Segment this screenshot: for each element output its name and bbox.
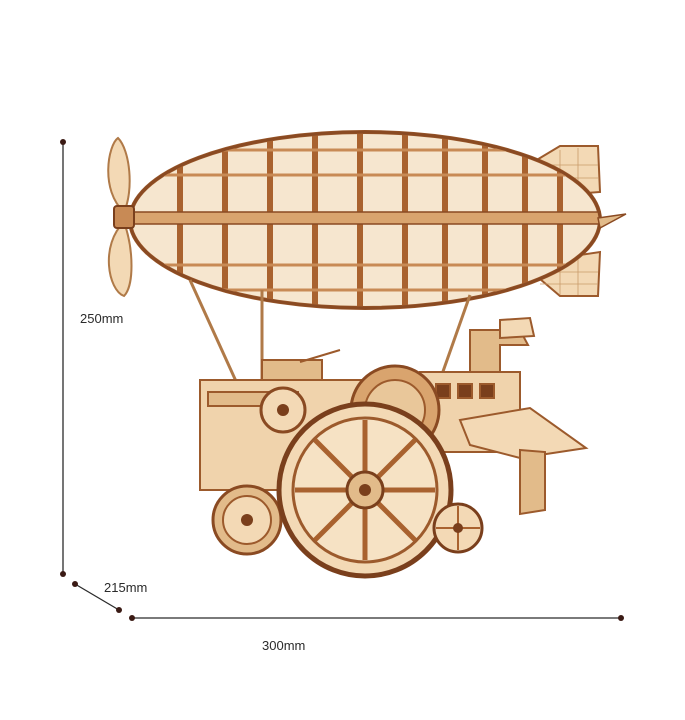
depth-end-dot [116, 607, 122, 613]
bow-deck [458, 406, 589, 516]
depth-dimension-label: 215mm [104, 580, 148, 595]
width-end-dot [618, 615, 624, 621]
rear-gear [211, 484, 283, 556]
front-wheel [432, 502, 484, 554]
main-wheel [276, 401, 454, 579]
height-dimension-label: 250mm [80, 311, 124, 326]
width-start-dot [129, 615, 135, 621]
depth-dimension-line [74, 583, 120, 611]
height-top-dot [60, 139, 66, 145]
depth-start-dot [72, 581, 78, 587]
width-dimension-label: 300mm [262, 638, 306, 653]
propeller [107, 136, 135, 298]
frame-gear [259, 386, 307, 434]
height-bottom-dot [60, 571, 66, 577]
